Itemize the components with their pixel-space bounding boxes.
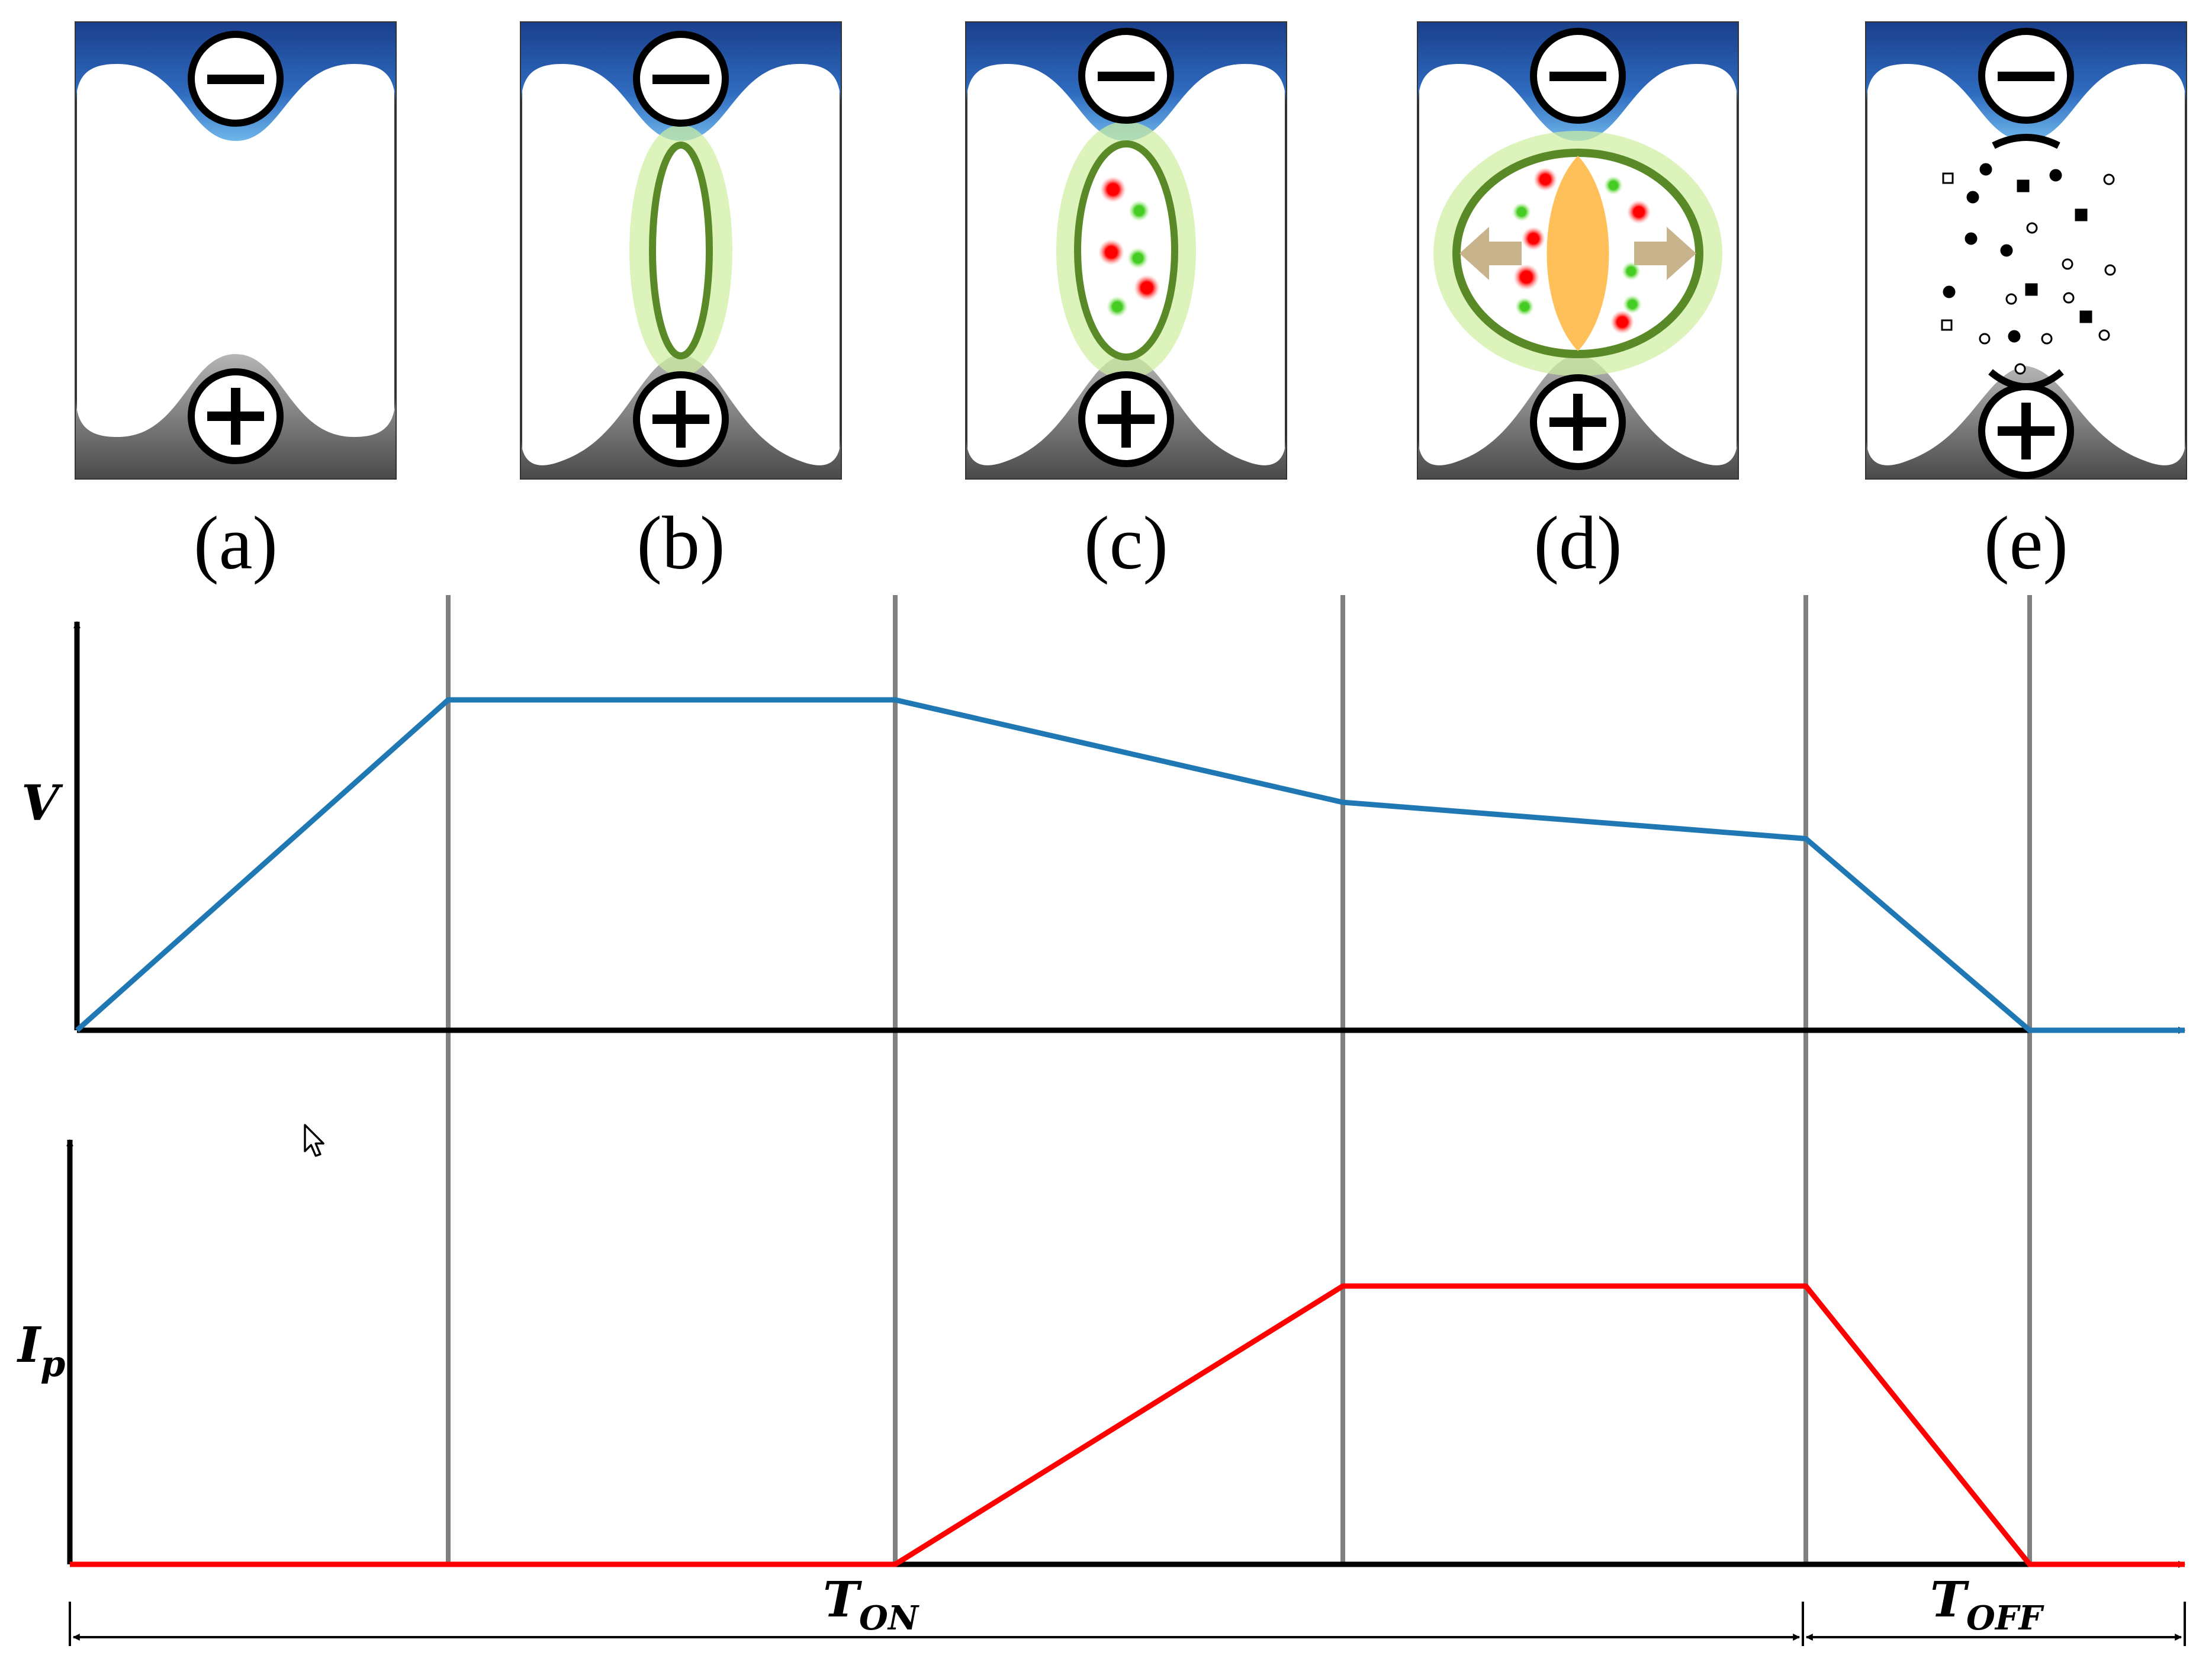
- right-expansion-arrow: [1634, 227, 1696, 280]
- timing-brackets: [69, 1602, 2186, 1646]
- minus-symbol: [1978, 28, 2074, 124]
- mouse-pointer-icon: [304, 1124, 324, 1157]
- panel-label-d: (d): [1533, 501, 1622, 585]
- current-axis-label: Ip: [17, 1317, 65, 1385]
- phase-dividers: [446, 595, 2032, 1564]
- t-off-label: TOFF: [1930, 1571, 2045, 1638]
- panel-label-c: (c): [1084, 501, 1168, 585]
- panel-b-channel-ionization: [520, 21, 842, 480]
- panel-e-debris: [1865, 21, 2187, 480]
- plus-symbol: [1078, 371, 1174, 467]
- debris-particles: [1941, 163, 2116, 375]
- left-expansion-arrow: [1459, 227, 1522, 280]
- panel-label-e: (e): [1984, 501, 2068, 585]
- current-axes: [66, 1139, 2186, 1568]
- panel-d-plasma-expansion: [1417, 21, 1739, 480]
- voltage-axis-label: V: [21, 775, 63, 832]
- particles: [1098, 176, 1160, 317]
- current-series-line: [70, 1283, 2185, 1567]
- panel-label-b: (b): [636, 501, 725, 585]
- plus-symbol: [1530, 374, 1626, 470]
- t-on-label: TON: [823, 1571, 919, 1638]
- minus-symbol: [1078, 28, 1174, 124]
- minus-symbol: [1530, 28, 1626, 124]
- top-crater: [1992, 134, 2060, 149]
- plus-symbol: [188, 368, 284, 464]
- plasma-channel: [1074, 140, 1178, 361]
- plasma-channel: [649, 142, 713, 359]
- voltage-series-line: [75, 697, 2185, 1033]
- panel-label-a: (a): [194, 501, 278, 585]
- panel-a-electrodes-apart: [75, 21, 397, 480]
- panel-c-plasma-particles: [965, 21, 1287, 480]
- voltage-axes: [73, 621, 2186, 1034]
- plus-symbol: [1978, 383, 2074, 479]
- minus-symbol: [188, 31, 284, 127]
- particles: [1512, 168, 1651, 334]
- plus-symbol: [633, 371, 729, 467]
- molten-core: [1547, 156, 1609, 351]
- minus-symbol: [633, 31, 729, 127]
